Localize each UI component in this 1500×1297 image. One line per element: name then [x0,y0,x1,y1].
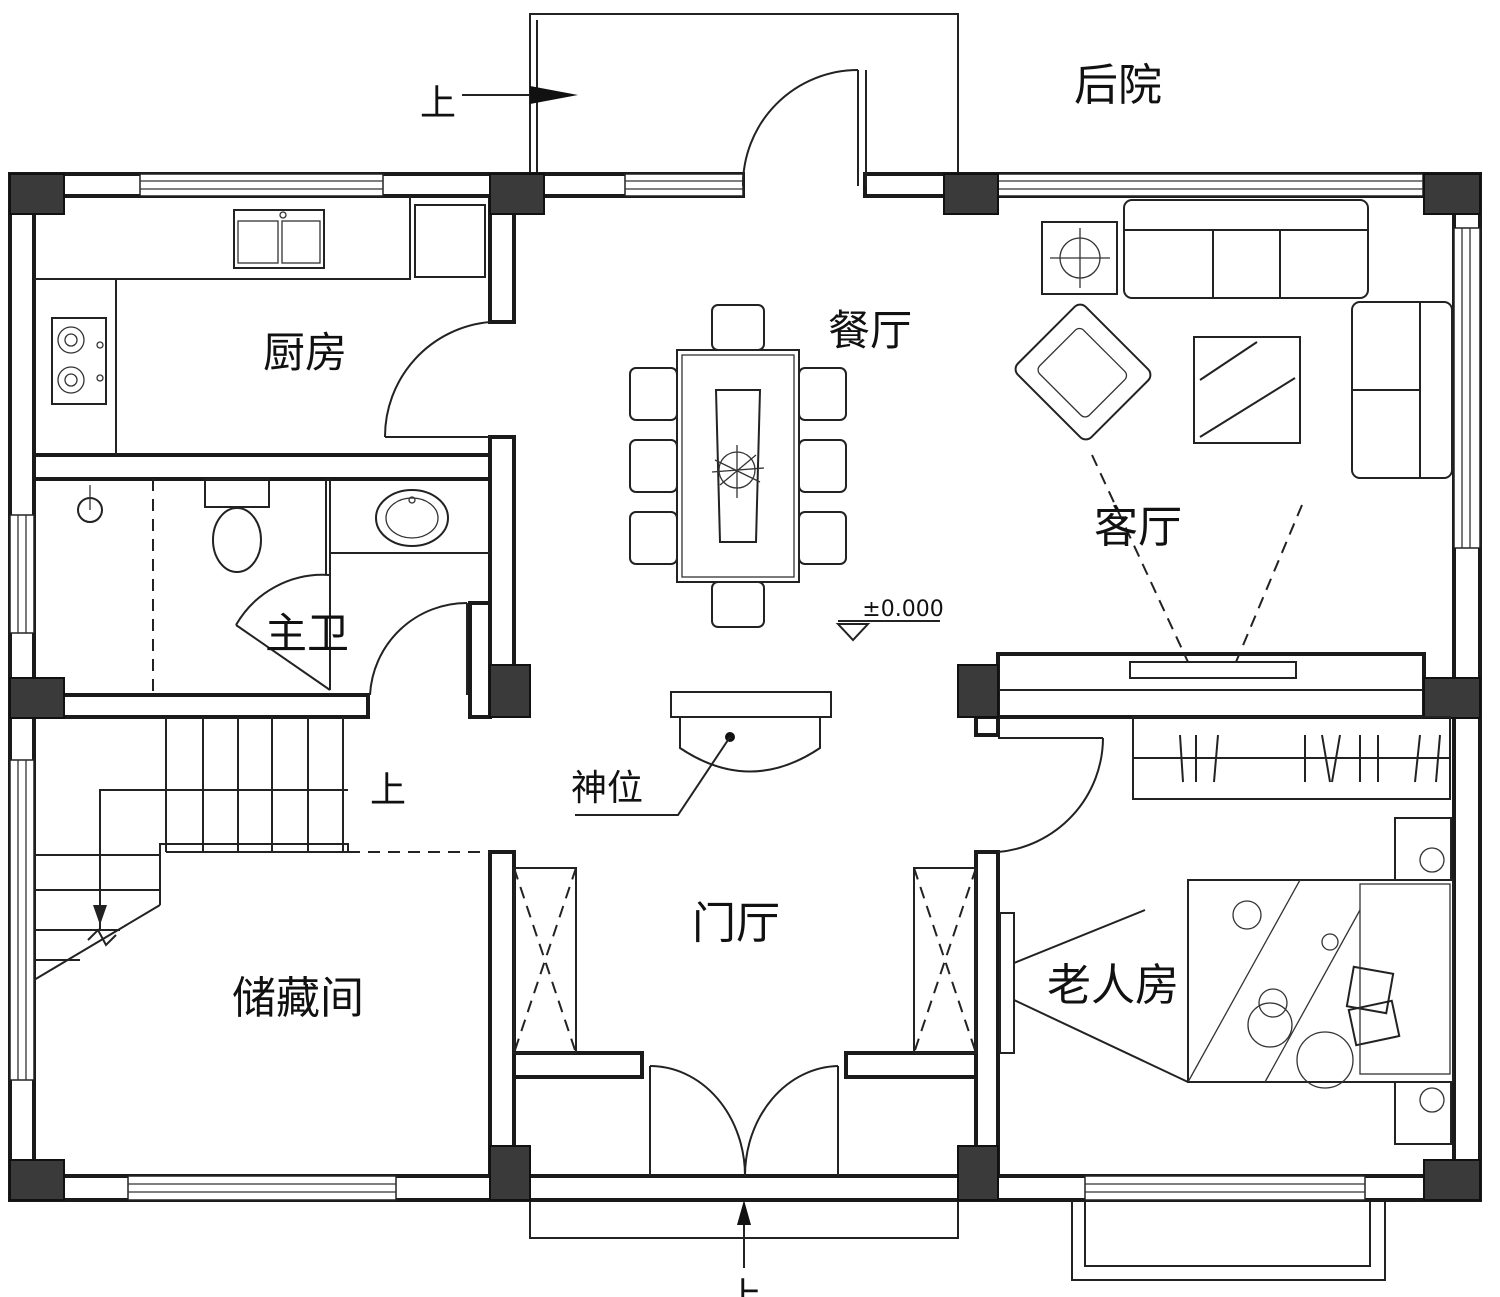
label-up-entrance: 上 [726,1276,762,1297]
kitchen-fixtures [34,196,486,455]
direction-arrows [462,86,751,1268]
label-storage: 储藏间 [232,973,364,1024]
label-bathroom: 主卫 [265,609,349,658]
label-elevation: ±0.000 [862,597,943,622]
dining-set [629,304,847,628]
elder-room-furniture [999,716,1454,1145]
mark-labels: 上 上 上 ±0.000 [370,83,944,1297]
label-living: 客厅 [1094,502,1182,553]
staircase [33,717,490,981]
foyer-cabinets [513,867,977,1054]
label-elder-room: 老人房 [1047,960,1179,1011]
structural-columns [9,173,1481,1201]
label-foyer: 门厅 [692,898,780,949]
doors [235,69,1104,1177]
room-labels: 后院 厨房 餐厅 客厅 主卫 神位 门厅 储藏间 老人房 [232,60,1182,1024]
label-up-backyard: 上 [420,83,456,124]
bathroom-fixtures [77,478,449,695]
elevation-marker [835,620,940,642]
back-porch [529,13,959,176]
elder-room-bay [1071,1198,1386,1281]
label-kitchen: 厨房 [263,328,347,377]
shrine-altar [575,691,832,816]
windows [9,173,1481,1201]
label-dining: 餐厅 [828,306,912,355]
dining-chairs [629,304,847,628]
living-furniture [1014,199,1453,679]
centerpiece-plant [711,445,765,498]
interior-walls [32,194,1454,1178]
label-backyard: 后院 [1074,60,1162,111]
label-up-stairs: 上 [370,770,406,811]
label-shrine: 神位 [571,768,643,809]
